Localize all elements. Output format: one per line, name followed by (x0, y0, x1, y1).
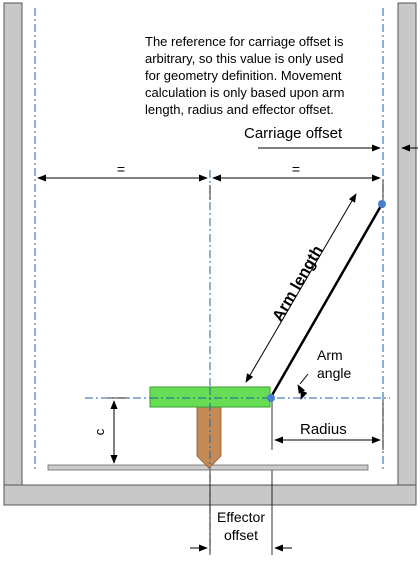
note-line: The reference for carriage offset is (145, 34, 344, 49)
left-column (3, 2, 23, 486)
radius-label: Radius (300, 421, 347, 438)
note-line: calculation is only based upon arm (145, 85, 345, 100)
note-line: length, radius and effector offset. (145, 102, 334, 117)
note-line: arbitrary, so this value is only used (145, 51, 344, 66)
arm-length-label: Arm length (270, 243, 327, 325)
arm-length-dimension (245, 193, 357, 383)
arm-rod (269, 203, 384, 398)
effector-offset-label-2: offset (224, 527, 258, 543)
extension-lines (108, 180, 384, 555)
arm-angle-label-2: angle (317, 365, 351, 381)
nozzle (196, 406, 222, 469)
right-column (397, 2, 417, 486)
equal-left-label: = (117, 161, 125, 177)
carriage-offset-label: Carriage offset (244, 125, 343, 142)
effector-offset-label-1: Effector (217, 509, 265, 525)
equal-right-label: = (292, 161, 300, 177)
note-line: for geometry definition. Movement (145, 68, 342, 83)
arm-angle-arc (297, 384, 308, 400)
carriage-joint (378, 200, 386, 208)
c-label: c (92, 428, 107, 435)
arm-angle-label-1: Arm (317, 347, 343, 363)
effector-joint (267, 394, 275, 402)
dimension-arrows (37, 144, 418, 552)
centerlines (34, 8, 390, 552)
reference-note: The reference for carriage offset is arb… (145, 33, 385, 118)
